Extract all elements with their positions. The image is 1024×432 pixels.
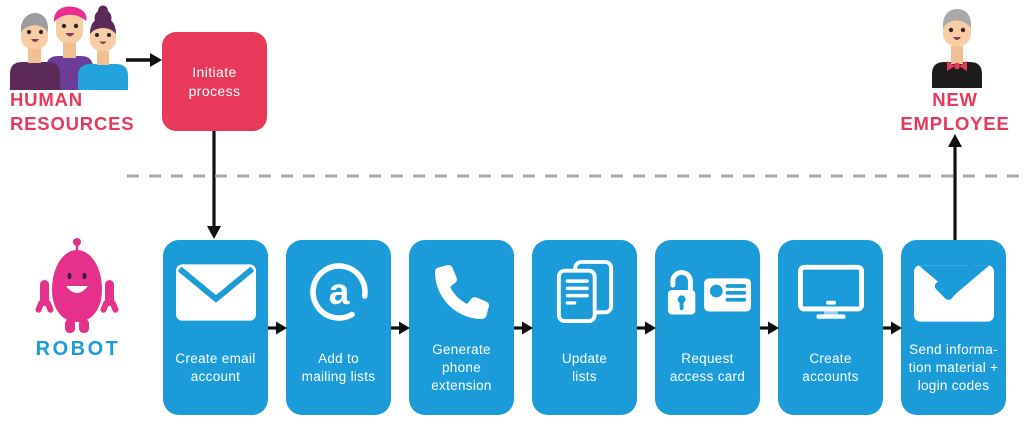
robot-label: ROBOT bbox=[35, 338, 121, 360]
new-employee-label: NEW EMPLOYEE bbox=[900, 89, 1010, 134]
hr-label: HUMAN RESOURCES bbox=[10, 89, 135, 134]
hr-people-illustration bbox=[10, 5, 128, 90]
step-label: Add to mailing lists bbox=[301, 351, 376, 384]
robot-illustration bbox=[35, 238, 119, 333]
new-employee-illustration bbox=[932, 9, 982, 88]
arrow-step3-step4 bbox=[514, 321, 533, 335]
initiate-process-label: Initiate process bbox=[188, 63, 241, 99]
step-update-lists: Update lists bbox=[532, 240, 637, 415]
envelope-check-icon bbox=[901, 253, 1006, 331]
step-label: Create accounts bbox=[802, 351, 859, 384]
step-label: Update lists bbox=[561, 351, 608, 384]
arrow-initiate-to-robot bbox=[207, 131, 221, 239]
monitor-icon bbox=[778, 253, 883, 331]
initiate-process-box: Initiate process bbox=[162, 32, 267, 131]
documents-icon bbox=[532, 253, 637, 331]
robot-steps-row: Create email account a Add to mailing li… bbox=[163, 240, 1006, 415]
arrow-step4-step5 bbox=[637, 321, 656, 335]
arrow-step1-step2 bbox=[268, 321, 287, 335]
step-generate-phone-extension: Generate phone extension bbox=[409, 240, 514, 415]
step-add-to-mailing-lists: a Add to mailing lists bbox=[286, 240, 391, 415]
step-create-email-account: Create email account bbox=[163, 240, 268, 415]
phone-icon bbox=[409, 253, 514, 331]
padlock-id-card-icon bbox=[655, 253, 760, 331]
at-sign-icon: a bbox=[286, 253, 391, 331]
human-robot-divider-line bbox=[127, 174, 1022, 178]
email-envelope-icon bbox=[163, 253, 268, 331]
arrow-step6-step7 bbox=[883, 321, 902, 335]
step-label: Send informa- tion material + login code… bbox=[908, 342, 999, 393]
step-request-access-card: Request access card bbox=[655, 240, 760, 415]
arrow-hr-to-initiate bbox=[126, 53, 162, 67]
arrow-step5-step6 bbox=[760, 321, 779, 335]
step-label: Request access card bbox=[669, 351, 746, 384]
arrow-step2-step3 bbox=[391, 321, 410, 335]
step-send-information: Send informa- tion material + login code… bbox=[901, 240, 1006, 415]
step-label: Generate phone extension bbox=[431, 342, 492, 393]
arrow-robot-to-new-employee bbox=[948, 134, 962, 240]
step-label: Create email account bbox=[175, 351, 256, 384]
svg-text:a: a bbox=[328, 271, 349, 312]
step-create-accounts: Create accounts bbox=[778, 240, 883, 415]
